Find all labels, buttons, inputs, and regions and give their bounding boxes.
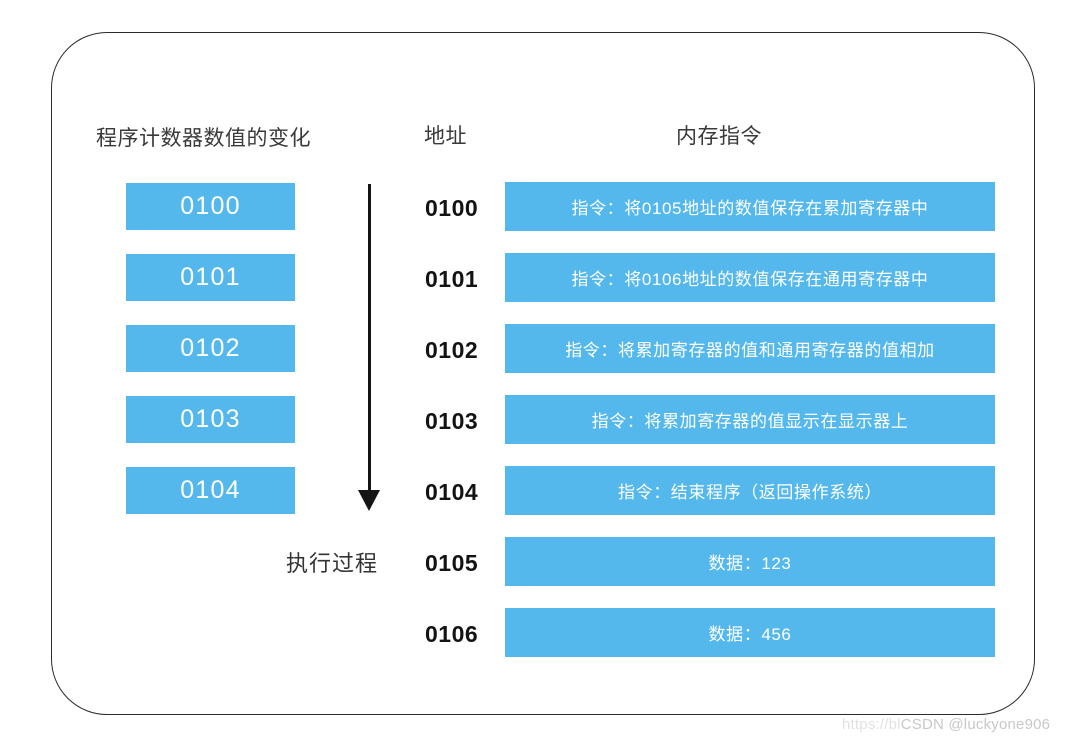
memory-content-bar: 指令：将累加寄存器的值显示在显示器上	[505, 395, 995, 444]
memory-address-label: 0104	[425, 479, 479, 505]
memory-content-bar: 指令：将0105地址的数值保存在累加寄存器中	[505, 182, 995, 231]
memory-address-label: 0102	[425, 337, 479, 363]
program-counter-value-box: 0101	[126, 254, 295, 301]
column-heading-address: 地址	[424, 125, 467, 148]
execution-flow-arrow-head	[358, 490, 380, 511]
program-counter-value-box: 0104	[126, 467, 295, 514]
memory-address-label: 0100	[425, 195, 479, 221]
column-heading-memory-instruction: 内存指令	[676, 125, 762, 148]
memory-address-label: 0101	[425, 266, 479, 292]
memory-address-label: 0103	[425, 408, 479, 434]
program-counter-value-box: 0100	[126, 183, 295, 230]
memory-content-bar: 数据：456	[505, 608, 995, 657]
watermark: https://blCSDN @luckyone906	[842, 716, 1050, 733]
program-counter-value-box: 0103	[126, 396, 295, 443]
execution-process-label: 执行过程	[286, 551, 379, 576]
memory-content-bar: 指令：将0106地址的数值保存在通用寄存器中	[505, 253, 995, 302]
watermark-author: CSDN @luckyone906	[900, 716, 1051, 733]
execution-flow-arrow-shaft	[368, 184, 371, 494]
watermark-url: https://bl	[842, 716, 901, 733]
memory-address-label: 0105	[425, 550, 479, 576]
diagram-frame	[51, 32, 1035, 715]
memory-content-bar: 指令：将累加寄存器的值和通用寄存器的值相加	[505, 324, 995, 373]
program-counter-value-box: 0102	[126, 325, 295, 372]
memory-content-bar: 指令：结束程序（返回操作系统）	[505, 466, 995, 515]
memory-address-label: 0106	[425, 621, 479, 647]
column-heading-program-counter: 程序计数器数值的变化	[96, 127, 311, 150]
memory-content-bar: 数据：123	[505, 537, 995, 586]
